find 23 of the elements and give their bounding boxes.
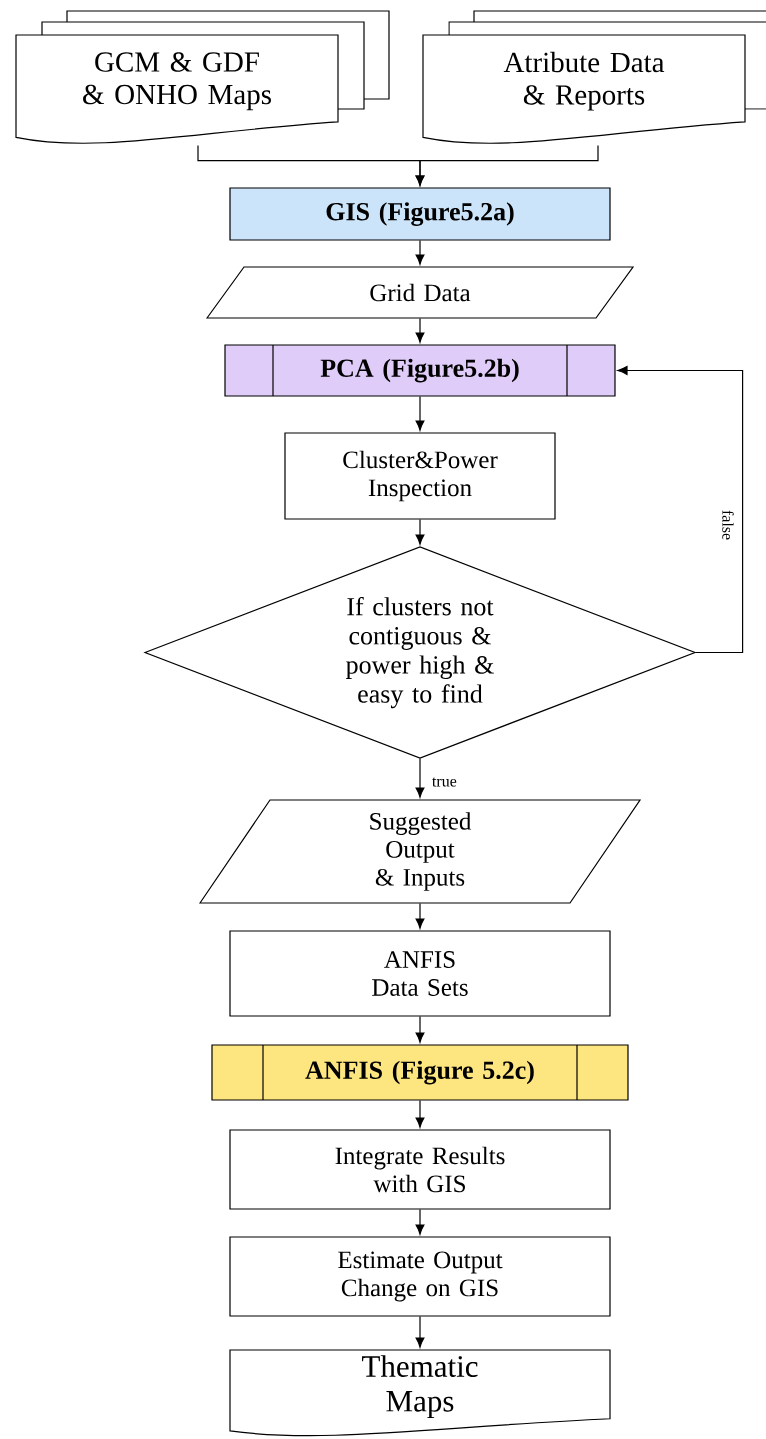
predefined-process-box: ANFIS (Figure 5.2c) — [211, 1044, 629, 1101]
document-stack: GCM & GDF & ONHO Maps — [15, 10, 390, 144]
predefined-process-box: PCA (Figure5.2b) — [224, 344, 616, 397]
process-box: ANFIS Data Sets — [229, 930, 611, 1017]
process-box: Estimate Output Change on GIS — [229, 1236, 611, 1317]
arrow — [415, 758, 425, 798]
arrow — [415, 240, 425, 265]
process-box: Integrate Results with GIS — [229, 1129, 611, 1210]
arrow — [415, 145, 599, 186]
document-stack: Atribute Data & Reports — [422, 10, 766, 144]
arrow — [415, 519, 425, 545]
process-box: Cluster&Power Inspection — [284, 432, 556, 520]
arrow — [415, 396, 425, 431]
arrow — [415, 903, 425, 929]
arrow — [415, 1209, 425, 1235]
process-box: GIS (Figure5.2a) — [229, 187, 611, 241]
arrow — [415, 318, 425, 343]
edge-label: false — [720, 508, 736, 542]
arrow — [415, 1316, 425, 1348]
arrow — [617, 366, 744, 654]
arrow — [415, 1016, 425, 1043]
arrow — [415, 1100, 425, 1128]
edge-label: true — [430, 776, 459, 788]
